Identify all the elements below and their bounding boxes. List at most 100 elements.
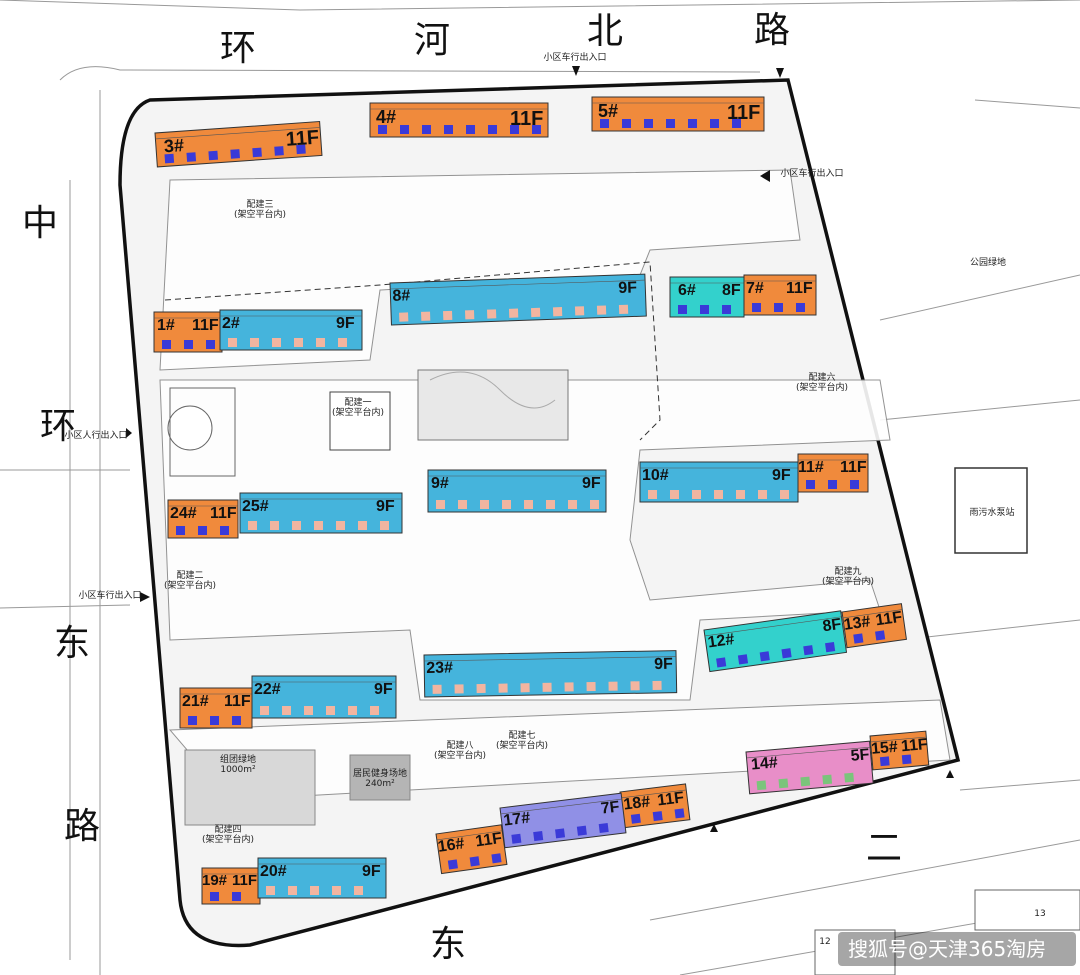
building-label: 16# xyxy=(437,835,466,856)
building-edge xyxy=(436,830,503,841)
building-unit xyxy=(879,756,890,767)
building[interactable]: 13#11F xyxy=(841,603,907,649)
road-label: 路 xyxy=(64,806,100,847)
building-unit xyxy=(780,490,789,499)
building-unit xyxy=(354,886,363,895)
building-edge xyxy=(424,656,677,662)
road-label: 环 xyxy=(40,406,76,447)
building-unit xyxy=(644,119,653,128)
building-unit xyxy=(458,500,467,509)
building-unit xyxy=(188,716,197,725)
building[interactable]: 15#11F xyxy=(869,730,930,771)
building-label: 11F xyxy=(900,736,928,755)
neighbor-number: 12 xyxy=(819,937,830,947)
building-unit xyxy=(296,144,306,155)
building-unit xyxy=(552,307,563,317)
building-unit xyxy=(618,304,629,315)
building-unit xyxy=(530,307,541,318)
building[interactable]: 19#11F xyxy=(201,867,261,905)
building-unit xyxy=(533,831,544,842)
area-label: 公园绿地 xyxy=(970,256,1006,268)
building-label: 6# xyxy=(678,282,696,299)
building-unit xyxy=(700,305,709,314)
building-unit xyxy=(652,680,662,691)
building-unit xyxy=(778,778,789,789)
building-unit xyxy=(400,125,409,134)
building-edge xyxy=(870,736,927,743)
building[interactable]: 7#11F xyxy=(743,274,817,316)
building-footprint xyxy=(499,792,627,849)
road-label: 北 xyxy=(587,11,623,52)
building[interactable]: 22#9F xyxy=(251,675,397,719)
building-unit xyxy=(670,490,679,499)
building-label: 8# xyxy=(392,287,410,305)
gate-label: 小区车行出入口 xyxy=(78,589,141,601)
building[interactable]: 1#11F xyxy=(153,311,223,353)
building-edge xyxy=(620,789,687,799)
building-unit xyxy=(736,490,745,499)
building-unit xyxy=(508,308,519,318)
building-unit xyxy=(326,706,335,715)
building-edge xyxy=(390,279,646,290)
building[interactable]: 23#9F xyxy=(423,650,678,698)
building[interactable]: 5#11F xyxy=(591,96,765,132)
building-unit xyxy=(576,825,587,836)
building-unit xyxy=(498,683,508,693)
neighbor-building-13 xyxy=(974,889,1080,931)
building-label: 18# xyxy=(623,793,652,813)
watermark-bg xyxy=(838,932,1076,966)
building-unit xyxy=(443,310,453,321)
building-label: 9F xyxy=(374,681,393,698)
building-unit xyxy=(232,892,241,901)
building-label: 8F xyxy=(822,616,843,635)
building-unit xyxy=(186,152,197,162)
building-edge xyxy=(746,746,871,759)
building[interactable]: 18#11F xyxy=(619,783,691,829)
building[interactable]: 25#9F xyxy=(239,492,403,534)
building[interactable]: 10#9F xyxy=(639,461,799,503)
building[interactable]: 9#9F xyxy=(427,469,607,513)
building-label: 14# xyxy=(750,754,778,773)
building[interactable]: 17#7F xyxy=(499,792,627,849)
building-unit xyxy=(803,645,814,656)
building-unit xyxy=(648,490,657,499)
building-unit xyxy=(248,521,257,530)
building-label: 11F xyxy=(192,317,219,334)
building-unit xyxy=(332,886,341,895)
building[interactable]: 16#11F xyxy=(435,824,508,875)
building[interactable]: 2#9F xyxy=(219,309,363,351)
building[interactable]: 21#11F xyxy=(179,687,253,729)
building-edge xyxy=(500,798,622,815)
building[interactable]: 12#8F xyxy=(703,610,848,673)
building[interactable]: 8#9F xyxy=(389,273,647,326)
building-unit xyxy=(822,774,833,785)
building-unit xyxy=(380,521,389,530)
building-unit xyxy=(164,153,175,164)
building-unit xyxy=(488,125,497,134)
building-unit xyxy=(304,706,313,715)
building-unit xyxy=(568,500,577,509)
building-unit xyxy=(162,340,171,349)
building-label: 23# xyxy=(426,659,453,676)
building-label: 20# xyxy=(260,863,287,880)
building-label: 3# xyxy=(163,135,184,156)
fitness-field xyxy=(349,754,411,801)
facility-label: 配建六(架空平台内) xyxy=(796,371,848,393)
road-labels: 环河北路中环东路二东 xyxy=(22,10,902,965)
building-label: 11F xyxy=(224,693,251,710)
building-unit xyxy=(853,633,864,644)
building[interactable]: 6#8F xyxy=(669,276,745,318)
building[interactable]: 11#11F xyxy=(797,453,869,493)
building-label: 7F xyxy=(600,798,621,817)
building[interactable]: 20#9F xyxy=(257,857,387,899)
building-label: 9F xyxy=(582,475,601,492)
building[interactable]: 4#11F xyxy=(369,102,549,138)
building[interactable]: 14#5F xyxy=(745,740,874,795)
building[interactable]: 3#11F xyxy=(154,120,323,168)
plaza-circle xyxy=(167,405,213,451)
road-label: 二 xyxy=(866,828,902,869)
building-unit xyxy=(759,651,770,662)
building[interactable]: 24#11F xyxy=(167,499,239,539)
facility-label: 配建九(架空平台内) xyxy=(822,565,874,587)
road-label: 东 xyxy=(430,924,466,965)
